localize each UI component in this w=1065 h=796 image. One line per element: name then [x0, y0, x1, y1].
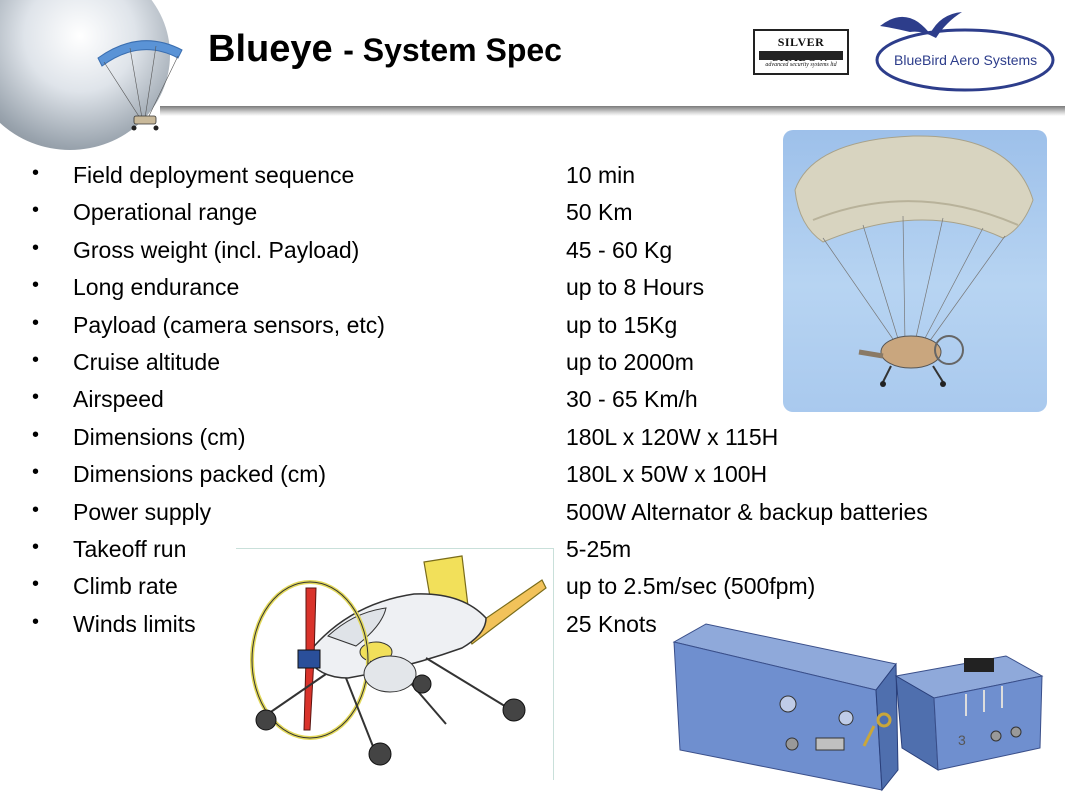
- spec-value: 10 min: [566, 162, 636, 188]
- spec-label: Airspeed: [73, 386, 164, 413]
- bullet-icon: •: [32, 162, 40, 184]
- spec-value: 30 - 65 Km/h: [566, 386, 698, 413]
- spec-label: Dimensions packed (cm): [73, 461, 327, 488]
- paraglider-icon: [97, 40, 183, 131]
- spec-label: Field deployment sequence: [73, 162, 355, 188]
- bullet-icon: •: [32, 386, 40, 409]
- silver-shadow-bar: [759, 51, 843, 60]
- ground-equipment-photo: [672, 623, 1044, 792]
- bluebird-name: BlueBird Aero Systems: [894, 52, 1038, 68]
- spec-value: up to 8 Hours: [566, 274, 705, 301]
- spec-row: • Airspeed 30 - 65 Km/h: [0, 386, 1000, 423]
- spec-value: 25 Knots: [566, 610, 657, 637]
- bullet-icon: •: [32, 236, 40, 259]
- bird-icon: [875, 12, 1055, 92]
- spec-label: Dimensions (cm): [73, 423, 246, 450]
- spec-row: • Takeoff run 5-25m: [0, 536, 1000, 573]
- drawing-frame: [236, 548, 554, 780]
- spec-row: • Power supply 500W Alternator & backup ba…: [0, 499, 1000, 536]
- spec-row: • Climb rate up to 2.5m/sec (500fpm): [0, 573, 1000, 610]
- page-number: 3: [958, 732, 966, 748]
- bluebird-logo: BlueBird Aero Systems: [870, 8, 1060, 98]
- bullet-icon: •: [32, 536, 40, 558]
- spec-value: 50 Km: [566, 199, 633, 226]
- spec-row: • Gross weight (incl. Payload) 45 - 60 Kg: [0, 237, 1000, 274]
- spec-label: Cruise altitude: [73, 349, 221, 375]
- silver-shadow-logo: SILVER SHADOW advanced security systems …: [753, 29, 849, 75]
- spec-value: 500W Alternator & backup batteries: [566, 498, 928, 525]
- spec-label: Long endurance: [73, 274, 240, 301]
- title-main: Blueye: [208, 28, 333, 70]
- bullet-icon: •: [32, 461, 40, 484]
- header-rule: [160, 106, 1065, 116]
- bullet-icon: •: [32, 423, 40, 446]
- spec-value: 180L x 120W x 115H: [566, 423, 779, 450]
- bullet-icon: •: [32, 573, 40, 596]
- paraglider-photo: [783, 130, 1047, 412]
- spec-label: Takeoff run: [73, 536, 187, 562]
- spec-value: 5-25m: [566, 536, 632, 562]
- spec-label: Operational range: [73, 199, 258, 226]
- spec-value: up to 2.5m/sec (500fpm): [566, 573, 816, 600]
- title-sub: - System Spec: [343, 32, 562, 68]
- spec-value: 45 - 60 Kg: [566, 236, 673, 263]
- spec-value: 180L x 50W x 100H: [566, 461, 768, 488]
- spec-row: • Dimensions (cm) 180L x 120W x 115H: [0, 424, 1000, 461]
- spec-label: Payload (camera sensors, etc): [73, 311, 385, 338]
- silver-shadow-name: SILVER SHADOW: [772, 35, 829, 64]
- spec-label: Climb rate: [73, 573, 178, 600]
- aircraft-drawing: [250, 555, 547, 766]
- spec-label: Gross weight (incl. Payload): [73, 236, 360, 263]
- spec-row: • Operational range 50 Km: [0, 199, 1000, 236]
- bullet-icon: •: [32, 498, 40, 521]
- bullet-icon: •: [32, 199, 40, 222]
- spec-row: • Winds limits 25 Knots: [0, 611, 1000, 648]
- bullet-icon: •: [32, 274, 40, 297]
- spec-row: • Cruise altitude up to 2000m: [0, 349, 1000, 386]
- bullet-icon: •: [32, 349, 40, 371]
- spec-row: • Long endurance up to 8 Hours: [0, 274, 1000, 311]
- page-title: Blueye - System Spec: [208, 28, 562, 71]
- spec-row: • Dimensions packed (cm) 180L x 50W x 100H: [0, 461, 1000, 498]
- spec-value: up to 2000m: [566, 349, 694, 375]
- silver-shadow-tagline: advanced security systems ltd: [765, 62, 837, 68]
- bullet-icon: •: [32, 610, 40, 633]
- spec-row: • Field deployment sequence 10 min: [0, 162, 1000, 199]
- spec-label: Power supply: [73, 498, 212, 525]
- spec-value: up to 15Kg: [566, 311, 678, 338]
- spec-label: Winds limits: [73, 610, 196, 637]
- bullet-icon: •: [32, 311, 40, 334]
- spec-row: • Payload (camera sensors, etc) up to 15Kg: [0, 312, 1000, 349]
